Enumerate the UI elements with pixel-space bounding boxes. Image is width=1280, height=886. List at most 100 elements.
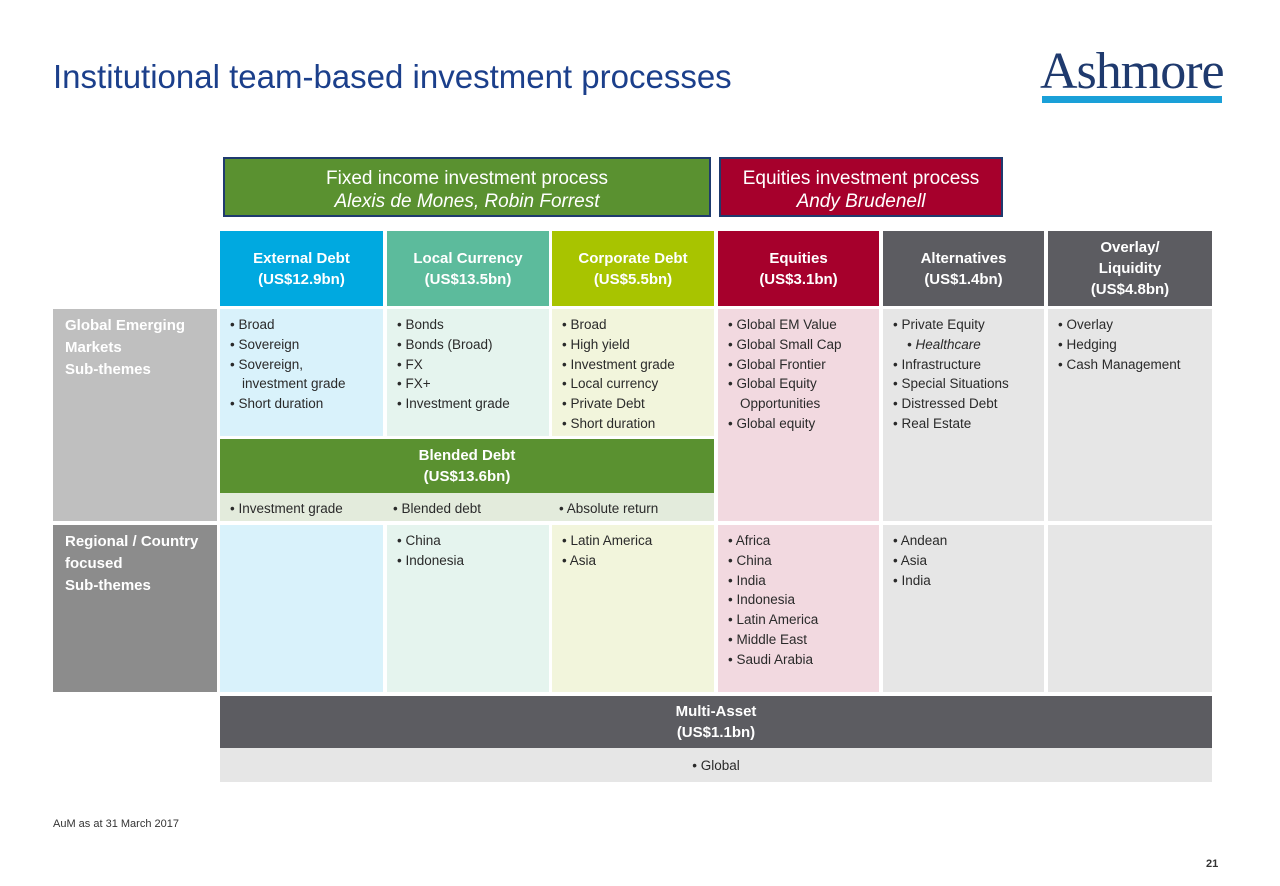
column-header-overlay-liquidity: Overlay/ Liquidity (US$4.8bn) — [1048, 231, 1212, 306]
regional-cell-local-currency: China Indonesia — [387, 525, 549, 692]
column-name: External Debt — [253, 249, 350, 267]
ashmore-logo: Ashmore — [1040, 43, 1225, 100]
list-item: High yield — [562, 335, 714, 355]
row-label-line: Markets — [65, 339, 122, 356]
column-name: Local Currency — [413, 249, 523, 267]
row-label-line: Sub-themes — [65, 361, 151, 378]
list-item: Overlay — [1058, 315, 1212, 335]
list-item: Short duration — [562, 414, 714, 434]
global-cell-external-debt: Broad Sovereign Sovereign, investment gr… — [220, 309, 383, 436]
list-item: India — [728, 571, 879, 591]
global-cell-local-currency: Bonds Bonds (Broad) FX FX+ Investment gr… — [387, 309, 549, 436]
list-item: Asia — [893, 551, 1044, 571]
blended-debt-name: Blended Debt — [418, 447, 516, 464]
row-label-line: Sub-themes — [65, 577, 151, 594]
column-header-external-debt: External Debt (US$12.9bn) — [220, 231, 383, 306]
fixed-income-process-people: Alexis de Mones, Robin Forrest — [334, 191, 600, 212]
fixed-income-process-box: Fixed income investment process Alexis d… — [223, 157, 711, 217]
list-item: Investment grade — [230, 499, 383, 519]
list-item: China — [397, 531, 549, 551]
global-cell-overlay-liquidity: Overlay Hedging Cash Management — [1048, 309, 1212, 521]
column-name: Overlay/ — [1100, 239, 1160, 256]
list-item: Saudi Arabia — [728, 650, 879, 670]
blended-cell-2: Blended debt — [383, 493, 549, 521]
equities-process-people: Andy Brudenell — [796, 191, 926, 212]
list-item: Local currency — [562, 374, 714, 394]
list-item: FX+ — [397, 374, 549, 394]
list-item: Bonds — [397, 315, 549, 335]
regional-cell-alternatives: Andean Asia India — [883, 525, 1044, 692]
column-aum: (US$3.1bn) — [759, 270, 838, 288]
regional-cell-overlay-liquidity — [1048, 525, 1212, 692]
equities-process-box: Equities investment process Andy Brudene… — [719, 157, 1003, 217]
multi-asset-header: Multi-Asset (US$1.1bn) — [220, 696, 1212, 748]
regional-cell-external-debt — [220, 525, 383, 692]
list-item: Infrastructure — [893, 355, 1044, 375]
list-item: Indonesia — [397, 551, 549, 571]
equities-process-title: Equities investment process — [742, 168, 980, 189]
column-name: Alternatives — [920, 249, 1007, 267]
list-item: Real Estate — [893, 414, 1044, 434]
column-header-local-currency: Local Currency (US$13.5bn) — [387, 231, 549, 306]
column-aum: (US$13.5bn) — [424, 270, 512, 288]
logo-underline — [1042, 96, 1222, 103]
list-item: India — [893, 571, 1044, 591]
column-header-alternatives: Alternatives (US$1.4bn) — [883, 231, 1044, 306]
row-label-line: Global Emerging — [65, 317, 186, 334]
list-item: Hedging — [1058, 335, 1212, 355]
regional-cell-corporate-debt: Latin America Asia — [552, 525, 714, 692]
page-title: Institutional team-based investment proc… — [53, 58, 732, 95]
list-item: Global Equity — [728, 374, 879, 394]
blended-cell-3: Absolute return — [549, 493, 714, 521]
list-item: Absolute return — [559, 499, 714, 519]
list-item: Global — [692, 756, 740, 776]
column-name-line2: Liquidity — [1098, 260, 1162, 277]
list-item: Special Situations — [893, 374, 1044, 394]
list-item: Broad — [562, 315, 714, 335]
list-item: Distressed Debt — [893, 394, 1044, 414]
list-item: Sovereign — [230, 335, 383, 355]
list-item: FX — [397, 355, 549, 375]
blended-cell-1: Investment grade — [220, 493, 383, 521]
list-item: Latin America — [562, 531, 714, 551]
list-item: Bonds (Broad) — [397, 335, 549, 355]
column-aum: (US$5.5bn) — [593, 270, 673, 288]
multi-asset-aum: (US$1.1bn) — [676, 724, 756, 741]
list-item-continued: investment grade — [242, 376, 346, 392]
list-item: Cash Management — [1058, 355, 1212, 375]
list-item: Middle East — [728, 630, 879, 650]
page-number: 21 — [1206, 858, 1219, 870]
list-item: Private Equity — [893, 315, 1044, 335]
list-item: Asia — [562, 551, 714, 571]
list-item-subtheme: Healthcare — [893, 335, 1044, 355]
column-header-equities: Equities (US$3.1bn) — [718, 231, 879, 306]
list-item-continued: Opportunities — [740, 396, 821, 412]
column-aum: (US$1.4bn) — [924, 270, 1003, 288]
multi-asset-cell: Global — [220, 748, 1212, 782]
global-cell-equities: Global EM Value Global Small Cap Global … — [718, 309, 879, 521]
global-cell-corporate-debt: Broad High yield Investment grade Local … — [552, 309, 714, 436]
fixed-income-process-title: Fixed income investment process — [326, 168, 608, 189]
list-item: Broad — [230, 315, 383, 335]
column-name: Equities — [769, 249, 828, 267]
list-item: Blended debt — [393, 499, 549, 519]
global-cell-alternatives: Private Equity Healthcare Infrastructure… — [883, 309, 1044, 521]
footnote: AuM as at 31 March 2017 — [53, 818, 179, 830]
list-item: Global EM Value — [728, 315, 879, 335]
list-item: Africa — [728, 531, 879, 551]
list-item: Sovereign, — [230, 355, 383, 375]
column-aum: (US$4.8bn) — [1090, 281, 1170, 298]
row-label-global-emerging-markets: Global Emerging Markets Sub-themes — [53, 309, 217, 521]
list-item: Investment grade — [397, 394, 549, 414]
list-item: China — [728, 551, 879, 571]
blended-debt-header: Blended Debt (US$13.6bn) — [220, 439, 714, 493]
column-header-corporate-debt: Corporate Debt (US$5.5bn) — [552, 231, 714, 306]
list-item: Investment grade — [562, 355, 714, 375]
column-name: Corporate Debt — [578, 249, 688, 267]
row-label-regional-country: Regional / Country focused Sub-themes — [53, 525, 217, 692]
list-item: Global equity — [728, 414, 879, 434]
column-aum: (US$12.9bn) — [258, 270, 345, 288]
list-item: Andean — [893, 531, 1044, 551]
list-item: Global Small Cap — [728, 335, 879, 355]
list-item: Indonesia — [728, 590, 879, 610]
